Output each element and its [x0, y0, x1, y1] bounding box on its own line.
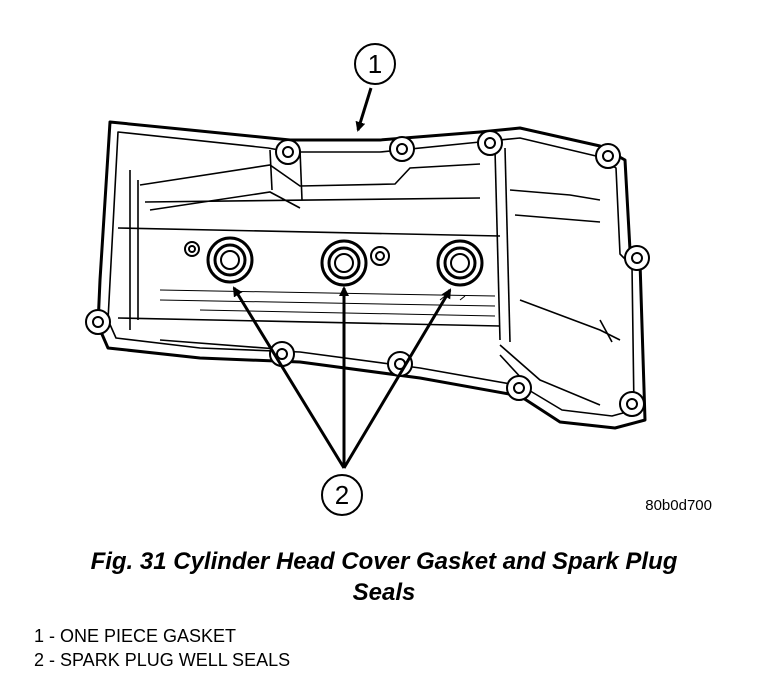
- callout-2-leader: [232, 286, 346, 469]
- figure-caption-line-1: Fig. 31 Cylinder Head Cover Gasket and S…: [90, 548, 678, 575]
- bolt-boss: [595, 143, 621, 169]
- figure-code: 80b0d700: [645, 497, 712, 514]
- legend-item: 2 - SPARK PLUG WELL SEALS: [34, 650, 291, 670]
- figure-caption-line-2: Seals: [352, 579, 416, 606]
- callout-2-number: 2: [335, 480, 349, 510]
- cover-outline: [96, 120, 647, 430]
- bolt-boss: [269, 341, 295, 367]
- bolt-bosses: [85, 130, 650, 417]
- gasket-inner-outline: [107, 131, 635, 417]
- figure-caption: Fig. 31 Cylinder Head Cover Gasket and S…: [0, 546, 768, 608]
- cover-hatching: [159, 289, 496, 317]
- small-bosses: [184, 241, 390, 266]
- spark-plug-well-seals: [206, 236, 484, 287]
- bolt-boss: [387, 351, 413, 377]
- spark-plug-well-seal: [206, 236, 254, 284]
- callout-1-number: 1: [368, 49, 382, 79]
- bolt-boss: [506, 375, 532, 401]
- callout-2-leader: [342, 288, 452, 469]
- bolt-boss: [619, 391, 645, 417]
- cover-body: [117, 147, 621, 406]
- cylinder-head-cover-diagram: 1 2 80b0d700: [85, 43, 712, 516]
- bolt-boss: [477, 130, 503, 156]
- spark-plug-well-seal: [320, 239, 368, 287]
- callout-2: 2: [232, 286, 452, 516]
- legend-item: 1 - ONE PIECE GASKET: [34, 626, 237, 646]
- callout-1: 1: [354, 43, 396, 132]
- callout-1-leader: [355, 87, 373, 132]
- bolt-boss: [389, 136, 415, 162]
- spark-plug-well-seal: [436, 239, 484, 287]
- legend: 1 - ONE PIECE GASKET 2 - SPARK PLUG WELL…: [34, 624, 290, 672]
- bolt-boss: [624, 245, 650, 271]
- bolt-boss: [85, 309, 111, 335]
- bolt-boss: [275, 139, 301, 165]
